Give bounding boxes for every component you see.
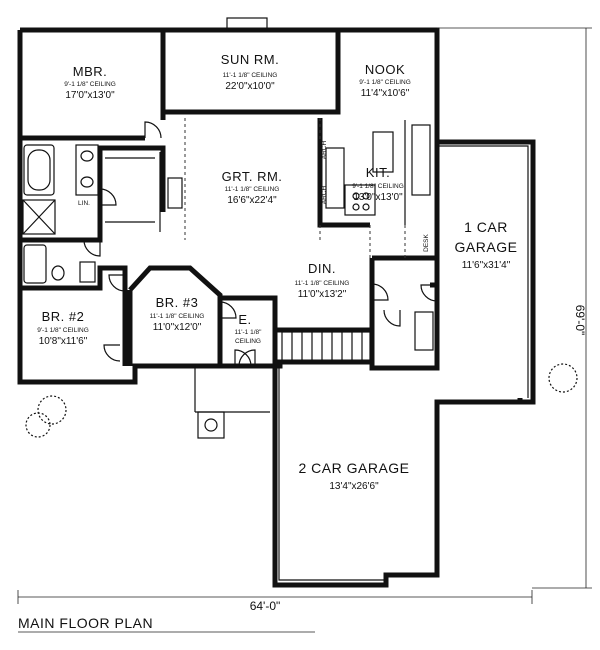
- door-swings: [83, 121, 438, 367]
- din-name: DIN.: [308, 261, 336, 276]
- br3-size: 11'0"x12'0": [153, 322, 202, 333]
- garage2-name: 2 CAR GARAGE: [298, 460, 409, 476]
- sun-name: SUN RM.: [221, 52, 279, 67]
- br2-size: 10'8"x11'6": [39, 336, 88, 347]
- br2-ceiling: 9'-1 1/8" CEILING: [37, 327, 89, 334]
- nook-name: NOOK: [365, 62, 405, 77]
- mbr-ceiling: 9'-1 1/8" CEILING: [64, 81, 116, 88]
- grt-ceiling: 11'-1 1/8" CEILING: [225, 186, 280, 193]
- nook-ceiling: 9'-1 1/8" CEILING: [359, 79, 411, 86]
- garage1-name-2: GARAGE: [455, 239, 518, 255]
- dimension-lines: [17, 27, 592, 633]
- sun-size: 22'0"x10'0": [225, 81, 275, 92]
- arch-label-1: ARCH: [321, 140, 328, 159]
- entry-name: E.: [238, 312, 251, 327]
- garage2-size: 13'4"x26'6": [329, 481, 379, 492]
- overall-width-label: 64'-0": [250, 599, 281, 613]
- room-nook: NOOK 9'-1 1/8" CEILING 11'4"x10'6": [359, 62, 411, 99]
- din-size: 11'0"x13'2": [298, 289, 347, 300]
- room-br3: BR. #3 11'-1 1/8" CEILING 11'0"x12'0": [150, 295, 205, 333]
- br3-name: BR. #3: [156, 295, 199, 310]
- lin-label: LIN.: [78, 200, 90, 207]
- br3-ceiling: 11'-1 1/8" CEILING: [150, 313, 205, 320]
- shrubs: [25, 363, 578, 438]
- plan-title: MAIN FLOOR PLAN: [18, 615, 153, 631]
- kit-ceiling: 9'-1 1/8" CEILING: [352, 183, 404, 190]
- room-br2: BR. #2 9'-1 1/8" CEILING 10'8"x11'6": [37, 309, 89, 347]
- entry-ceiling-2: CEILING: [235, 338, 261, 345]
- room-mbr: MBR. 9'-1 1/8" CEILING 17'0"x13'0": [64, 64, 116, 101]
- room-din: DIN. 11'-1 1/8" CEILING 11'0"x13'2": [295, 261, 350, 300]
- mbr-name: MBR.: [73, 64, 108, 79]
- fixtures: [22, 124, 434, 439]
- nook-size: 11'4"x10'6": [361, 88, 410, 99]
- kit-size: 13'0"x13'0": [353, 192, 403, 203]
- kit-name: KIT.: [366, 165, 390, 180]
- room-grt: GRT. RM. 11'-1 1/8" CEILING 16'6"x22'4": [222, 169, 283, 206]
- room-entry: E. 11'-1 1/8" CEILING: [235, 312, 263, 345]
- room-sun: SUN RM. 11'-1 1/8" CEILING 22'0"x10'0": [221, 52, 279, 92]
- garage-1-walls: [437, 139, 536, 405]
- grt-size: 16'6"x22'4": [227, 195, 277, 206]
- br2-name: BR. #2: [42, 309, 85, 324]
- openings: [184, 118, 406, 258]
- garage1-name-1: 1 CAR: [464, 219, 508, 235]
- room-kit: KIT. 9'-1 1/8" CEILING 13'0"x13'0": [352, 165, 404, 203]
- mbr-size: 17'0"x13'0": [65, 90, 115, 101]
- garage1-size: 11'6"x31'4": [462, 260, 511, 271]
- arch-label-2: ARCH: [321, 185, 328, 204]
- room-garage1: 1 CAR GARAGE 11'6"x31'4": [455, 219, 518, 271]
- desk-label: DESK: [423, 233, 430, 251]
- room-garage2: 2 CAR GARAGE 13'4"x26'6": [298, 460, 409, 492]
- din-ceiling: 11'-1 1/8" CEILING: [295, 280, 350, 287]
- grt-name: GRT. RM.: [222, 169, 283, 184]
- garage-2-walls: [272, 366, 520, 588]
- sun-ceiling: 11'-1 1/8" CEILING: [223, 72, 278, 79]
- overall-depth-label: 69'-0": [573, 305, 587, 336]
- entry-ceiling-1: 11'-1 1/8": [235, 329, 263, 336]
